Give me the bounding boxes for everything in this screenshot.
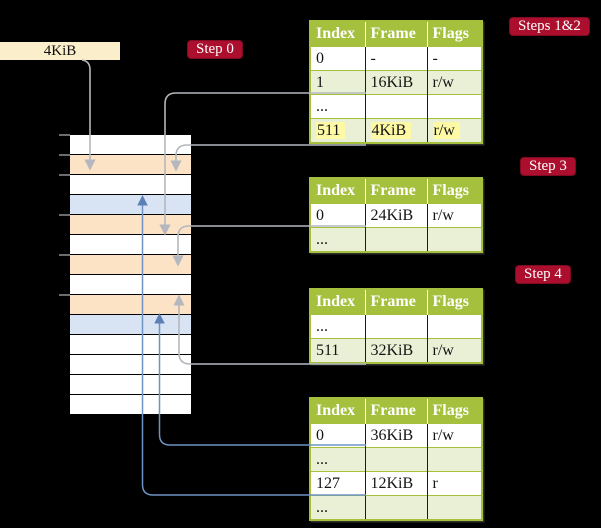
table-cell: ... <box>310 314 365 339</box>
memory-frame-row-2 <box>70 175 191 195</box>
table-cell <box>426 314 482 339</box>
column-header: Frame <box>364 398 427 424</box>
table-cell: 12KiB <box>364 471 427 496</box>
table-cell: r <box>426 471 482 496</box>
table-cell: 16KiB <box>364 70 427 95</box>
table-cell: 36KiB <box>364 423 427 448</box>
column-header: Index <box>310 289 365 315</box>
table-row: ... <box>310 447 482 472</box>
table-cell: 32KiB <box>364 338 427 363</box>
column-header: Frame <box>364 21 427 47</box>
table-cell <box>364 314 427 339</box>
memory-frame-row-12 <box>70 375 191 395</box>
column-header: Flags <box>426 289 482 315</box>
badge-steps-1-2: Steps 1&2 <box>509 17 590 36</box>
memory-frame-row-6 <box>70 255 191 275</box>
table-cell: ... <box>310 495 365 520</box>
column-header: Flags <box>426 178 482 204</box>
badge-step-0: Step 0 <box>187 40 243 59</box>
table-cell <box>364 495 427 520</box>
table-row: ... <box>310 227 482 252</box>
memory-frame-row-5 <box>70 235 191 255</box>
memory-frame-row-3 <box>70 195 191 215</box>
table-cell: r/w <box>426 203 482 228</box>
badge-step-4: Step 4 <box>515 265 571 284</box>
table-cell: ... <box>310 447 365 472</box>
column-header: Index <box>310 398 365 424</box>
table-cell <box>426 227 482 252</box>
memory-frame-row-10 <box>70 335 191 355</box>
table-row: ... <box>310 314 482 339</box>
table-cell: r/w <box>426 118 482 143</box>
table-cell: 511 <box>310 338 365 363</box>
table-cell: 24KiB <box>364 203 427 228</box>
table-cell <box>364 447 427 472</box>
memory-frame-row-11 <box>70 355 191 375</box>
table-cell: - <box>426 46 482 71</box>
table-cell: 127 <box>310 471 365 496</box>
table-cell: ... <box>310 94 365 119</box>
table-row: ... <box>310 94 482 119</box>
column-header: Flags <box>426 21 482 47</box>
table-cell: r/w <box>426 338 482 363</box>
memory-frame-row-1 <box>70 155 191 175</box>
memory-frame-row-7 <box>70 275 191 295</box>
table-cell: 511 <box>310 118 365 143</box>
physical-memory-stack <box>70 135 191 415</box>
memory-frame-row-4 <box>70 215 191 235</box>
table-cell: ... <box>310 227 365 252</box>
table-cell <box>426 447 482 472</box>
table-cell: 4KiB <box>364 118 427 143</box>
memory-frame-row-0 <box>70 135 191 155</box>
column-header: Frame <box>364 178 427 204</box>
table-row: ... <box>310 495 482 520</box>
column-header: Frame <box>364 289 427 315</box>
table-cell <box>364 94 427 119</box>
table-cell: 0 <box>310 423 365 448</box>
column-header: Index <box>310 21 365 47</box>
column-header: Flags <box>426 398 482 424</box>
memory-frame-row-13 <box>70 395 191 415</box>
table-cell <box>426 495 482 520</box>
table-cell: 0 <box>310 203 365 228</box>
table-cell: 0 <box>310 46 365 71</box>
frame-size-label: 4KiB <box>0 42 120 60</box>
memory-frame-row-9 <box>70 315 191 335</box>
connector-table1-entry511-to-frame2 <box>170 144 366 172</box>
memory-frame-row-8 <box>70 295 191 315</box>
column-header: Index <box>310 178 365 204</box>
table-cell: r/w <box>426 423 482 448</box>
badge-step-3: Step 3 <box>520 157 576 176</box>
table-cell: r/w <box>426 70 482 95</box>
table-row: 0-- <box>310 46 482 71</box>
table-cell: 1 <box>310 70 365 95</box>
table-cell: - <box>364 46 427 71</box>
table-cell <box>426 94 482 119</box>
table-cell <box>364 227 427 252</box>
